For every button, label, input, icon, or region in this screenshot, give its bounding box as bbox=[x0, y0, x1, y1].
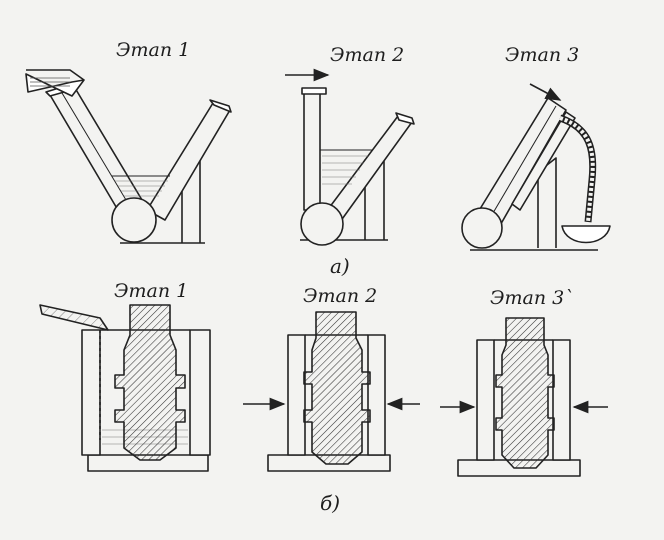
row-a-stage-2-apparatus bbox=[285, 68, 415, 246]
row-a-stage-1-label: Этап 1 bbox=[116, 39, 191, 61]
row-b-stage-2-mould bbox=[243, 311, 420, 472]
row-a-stage-3-apparatus bbox=[461, 83, 611, 251]
row-a-stage-1-apparatus bbox=[25, 69, 232, 244]
row-b-stage-2-label: Этап 2 bbox=[303, 285, 378, 307]
row-a-caption: а) bbox=[330, 254, 350, 278]
row-b-stage-3-mould bbox=[440, 317, 608, 477]
row-b-stage-1-label: Этап 1 bbox=[114, 280, 189, 302]
row-b-caption: б) bbox=[320, 491, 341, 515]
row-a-stage-3-label: Этап 3 bbox=[505, 44, 580, 66]
row-a-stage-2-label: Этап 2 bbox=[330, 44, 405, 66]
row-b-stage-1-mould bbox=[39, 304, 211, 472]
row-b-stage-3-label: Этап 3` bbox=[490, 287, 574, 309]
